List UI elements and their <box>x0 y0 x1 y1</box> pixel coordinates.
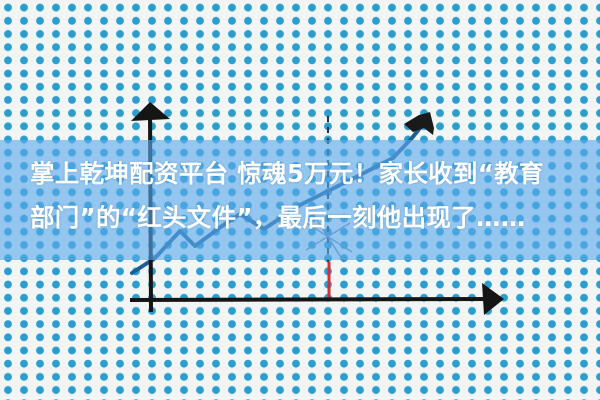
headline-line-1: 掌上乾坤配资平台 惊魂5万元！家长收到“教育 <box>30 159 544 188</box>
headline-line-2: 部门”的“红头文件”，最后一刻他出现了…… <box>30 203 526 232</box>
x-axis <box>129 297 491 302</box>
x-axis-arrowhead-icon <box>482 283 504 315</box>
article-headline[interactable]: 掌上乾坤配资平台 惊魂5万元！家长收到“教育 部门”的“红头文件”，最后一刻他出… <box>30 152 590 240</box>
y-axis-arrowhead-icon <box>131 102 170 121</box>
caption-banner <box>0 140 600 260</box>
trend-arrowhead-icon <box>404 112 434 135</box>
